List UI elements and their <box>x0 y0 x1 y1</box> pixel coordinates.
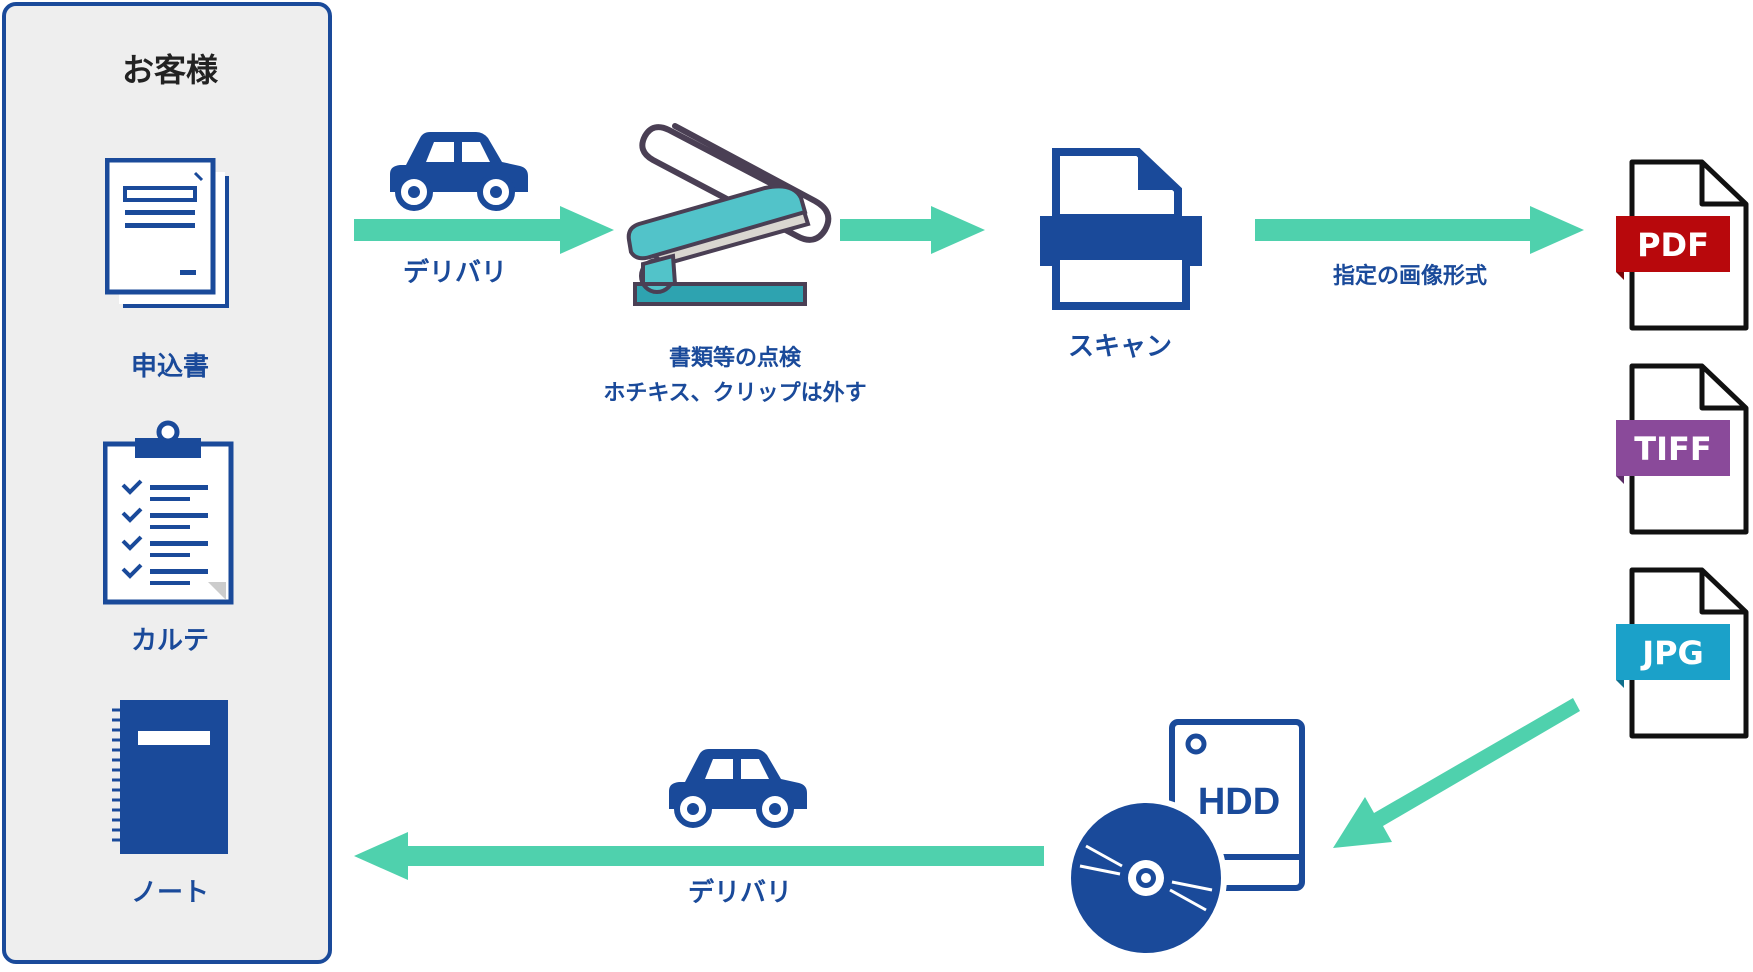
arrow-to-inspection <box>354 206 614 254</box>
car-icon <box>390 132 528 211</box>
application-form-icon <box>105 158 229 308</box>
delivery-top-label: デリバリ <box>402 258 507 288</box>
jpg-label: JPG <box>1640 634 1704 672</box>
tiff-file-icon: TIFF <box>1616 363 1749 535</box>
jpg-file-icon: JPG <box>1616 567 1749 739</box>
customer-title: お客様 <box>121 51 218 89</box>
notebook-icon <box>112 700 228 854</box>
scanner-icon <box>1040 148 1202 310</box>
arrow-to-format <box>1255 206 1584 254</box>
pdf-file-icon: PDF <box>1616 159 1749 331</box>
arrow-to-customer <box>354 832 1044 880</box>
pdf-label: PDF <box>1637 226 1709 264</box>
arrow-to-storage <box>1333 698 1580 848</box>
inspection-label-line2: ホチキス、クリップは外す <box>603 381 867 406</box>
disc-icon <box>1066 797 1227 959</box>
scan-label: スキャン <box>1067 332 1172 362</box>
tiff-label: TIFF <box>1634 430 1711 468</box>
format-label: 指定の画像形式 <box>1332 264 1487 289</box>
application-form-label: 申込書 <box>130 352 209 382</box>
stapler-icon <box>626 123 832 306</box>
car-icon-bottom <box>669 749 807 828</box>
inspection-label-line1: 書類等の点検 <box>668 346 801 371</box>
delivery-bottom-label: デリバリ <box>687 878 792 908</box>
clipboard-checklist-icon <box>103 420 234 605</box>
clipboard-label: カルテ <box>130 626 209 656</box>
notebook-label: ノート <box>130 878 209 908</box>
hdd-label: HDD <box>1198 781 1280 823</box>
storage-icon: HDD <box>1066 719 1305 959</box>
arrow-to-scan <box>840 206 985 254</box>
